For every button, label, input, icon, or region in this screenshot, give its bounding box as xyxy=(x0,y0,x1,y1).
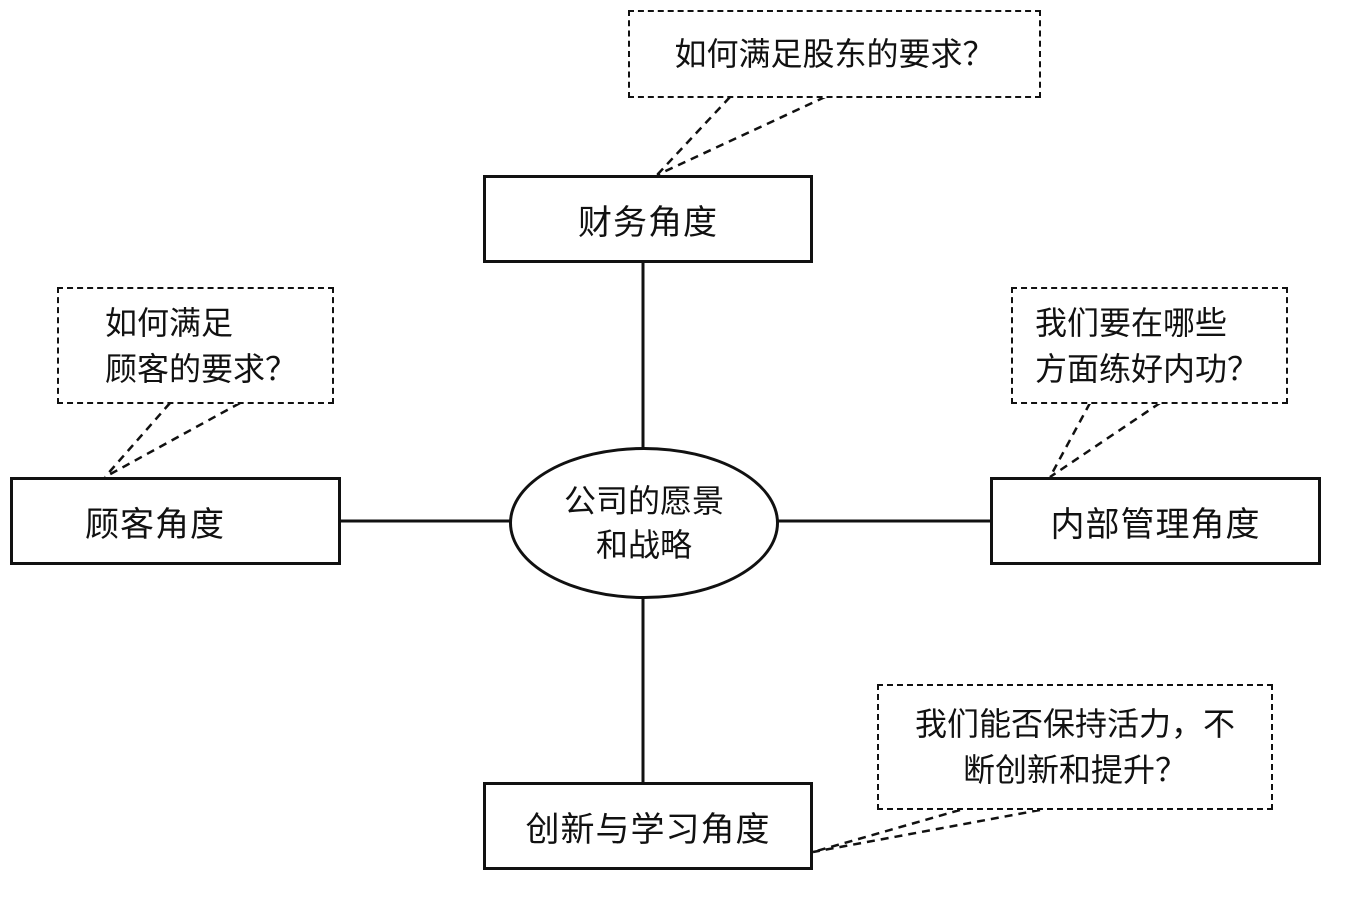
callout-internal-line2: 方面练好内功？ xyxy=(1035,349,1260,388)
box-internal-label: 内部管理角度 xyxy=(1050,504,1261,545)
callout-customer-line1: 如何满足 xyxy=(105,303,234,342)
pointer-internal xyxy=(1048,401,1161,479)
pointer-customer xyxy=(104,401,241,479)
callout-internal-line1: 我们要在哪些 xyxy=(1035,303,1228,342)
center-ellipse: 公司的愿景 和战略 xyxy=(509,447,779,599)
box-learning-label: 创新与学习角度 xyxy=(525,809,771,850)
box-customer-label: 顾客角度 xyxy=(85,504,225,545)
pointer-financial xyxy=(656,95,826,177)
box-customer: 顾客角度 xyxy=(10,477,341,565)
callout-financial-text: 如何满足股东的要求？ xyxy=(674,35,995,73)
callout-customer-line2: 顾客的要求？ xyxy=(105,349,298,388)
center-label-line2: 和战略 xyxy=(595,526,692,564)
callout-customer: 如何满足 顾客的要求？ xyxy=(57,287,334,404)
callout-learning-line2: 断创新和提升？ xyxy=(962,751,1187,789)
callout-learning: 我们能否保持活力，不 断创新和提升？ xyxy=(877,684,1273,810)
pointer-learning xyxy=(812,808,1041,854)
box-financial: 财务角度 xyxy=(483,175,813,263)
callout-learning-line1: 我们能否保持活力，不 xyxy=(914,705,1235,743)
center-label-line1: 公司的愿景 xyxy=(563,482,724,520)
callout-internal: 我们要在哪些 方面练好内功？ xyxy=(1011,287,1288,404)
box-financial-label: 财务角度 xyxy=(578,202,718,243)
box-internal: 内部管理角度 xyxy=(990,477,1321,565)
box-learning: 创新与学习角度 xyxy=(483,782,813,870)
callout-financial: 如何满足股东的要求？ xyxy=(628,10,1041,98)
